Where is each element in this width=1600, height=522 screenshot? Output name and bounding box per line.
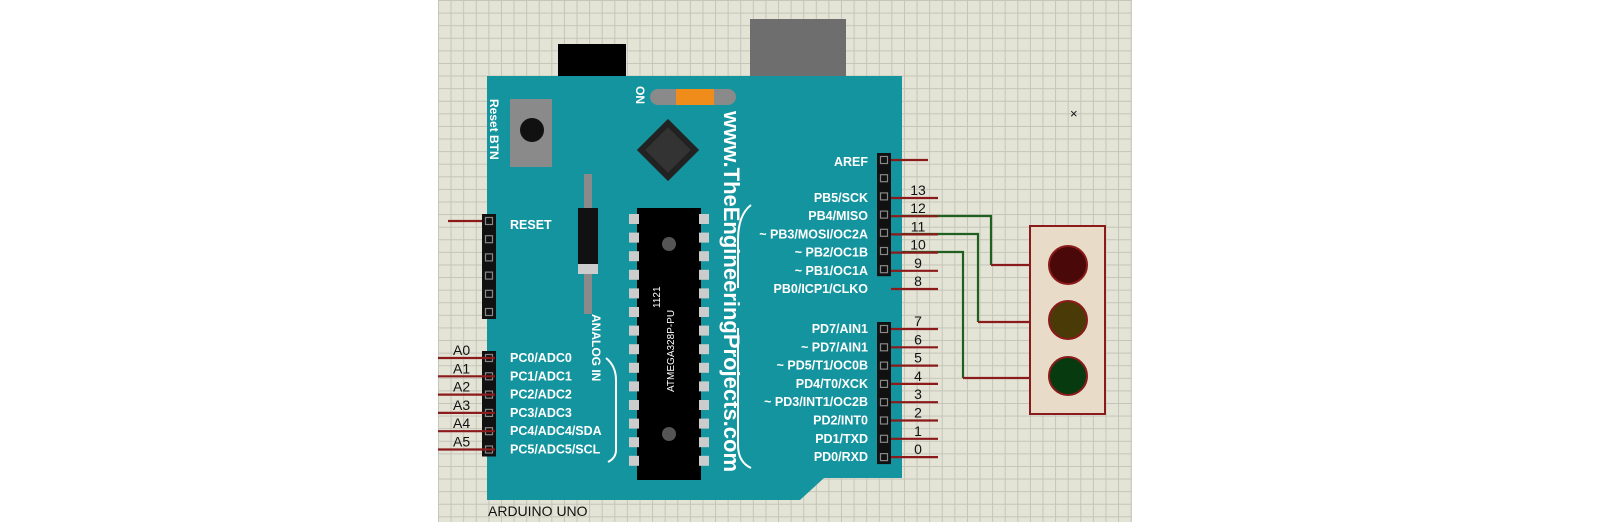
pin-label: ~ PD3/INT1/OC2B — [764, 395, 868, 409]
pin-label: PD2/INT0 — [813, 414, 868, 428]
light-yellow — [1048, 300, 1088, 340]
pin-number: 3 — [914, 386, 922, 402]
pin-number: 13 — [910, 182, 926, 198]
chip-code: 1121 — [652, 286, 663, 308]
on-label: ON — [633, 86, 647, 104]
pin-number: A0 — [453, 342, 470, 358]
chip-pin — [699, 307, 709, 317]
chip-pin — [629, 269, 639, 280]
light-green — [1048, 356, 1088, 396]
schematic-canvas[interactable]: × Reset BTN ON www.TheEngineeringProject… — [438, 0, 1132, 522]
pin-label: ~ PB3/MOSI/OC2A — [759, 227, 868, 241]
chip-pin — [699, 400, 709, 410]
bracket-digital-high — [737, 204, 752, 288]
chip-pin — [629, 344, 639, 355]
reset-button[interactable] — [510, 99, 552, 167]
chip-pin — [629, 232, 639, 243]
pin-number: 9 — [914, 255, 922, 271]
pin-number: 5 — [914, 350, 922, 366]
pin-number: 11 — [911, 218, 926, 234]
pin-number: A4 — [453, 415, 470, 431]
pin-label: PC1/ADC1 — [510, 369, 572, 383]
chip-pin — [629, 455, 639, 466]
reset-label: RESET — [510, 218, 552, 232]
pin-number: 4 — [914, 368, 922, 384]
small-chip — [636, 118, 700, 182]
chip-name: ATMEGA328P-PU — [666, 310, 677, 392]
chip-pin — [699, 437, 709, 448]
pin-label: PC0/ADC0 — [510, 351, 572, 365]
component-name: ARDUINO UNO — [488, 503, 588, 519]
chip-pin — [699, 344, 709, 355]
chip-pin — [629, 362, 639, 373]
close-marker[interactable]: × — [1070, 106, 1078, 121]
analog-in-label: ANALOG IN — [589, 314, 603, 381]
header-analog — [482, 351, 496, 457]
pin-label: PC2/ADC2 — [510, 388, 572, 402]
pin-number: 10 — [910, 237, 926, 253]
chip-pin — [629, 307, 639, 317]
pin-label: PD7/AIN1 — [812, 322, 868, 336]
chip-pin — [629, 288, 639, 299]
pin-label: ~ PB1/OC1A — [795, 264, 868, 278]
light-red — [1048, 245, 1088, 285]
bracket-digital-low — [737, 328, 752, 469]
pin-label: PB5/SCK — [814, 191, 868, 205]
chip-pin — [629, 437, 639, 448]
pin-number: 7 — [914, 313, 922, 329]
chip-pin — [699, 325, 709, 336]
header-digital-low — [877, 322, 891, 465]
reset-button-label: Reset BTN — [487, 99, 501, 160]
bracket-analog — [605, 357, 617, 463]
chip-pin — [629, 251, 639, 262]
header-reset — [482, 214, 496, 319]
traffic-light[interactable] — [1029, 225, 1106, 415]
chip-pin — [629, 400, 639, 410]
chip-pin — [629, 381, 639, 392]
pin-number: 6 — [914, 331, 922, 347]
pin-label: PC3/ADC3 — [510, 406, 572, 420]
chip-pin — [629, 214, 639, 224]
aref-label: AREF — [834, 155, 868, 169]
chip-pin — [629, 325, 639, 336]
chip-pin — [699, 214, 709, 224]
chip-pin — [699, 269, 709, 280]
pin-label: PC4/ADC4/SDA — [510, 424, 602, 438]
pin-number: 8 — [914, 273, 922, 289]
pin-label: PB0/ICP1/CLKO — [774, 282, 869, 296]
chip-pin — [699, 288, 709, 299]
chip-pin — [699, 418, 709, 429]
pin-number: A3 — [453, 397, 470, 413]
pin-label: PB4/MISO — [808, 209, 868, 223]
chip-pin — [699, 251, 709, 262]
atmega-chip — [637, 208, 701, 480]
pin-number: 1 — [914, 423, 922, 439]
pin-label: ~ PB2/OC1B — [795, 246, 868, 260]
pin-number: 2 — [914, 405, 922, 421]
diode — [578, 174, 598, 314]
pin-label: ~ PD5/T1/OC0B — [777, 359, 868, 373]
pin-label: PC5/ADC5/SCL — [510, 443, 601, 457]
chip-pin — [699, 232, 709, 243]
pin-number: 0 — [914, 441, 922, 457]
pin-label: PD4/T0/XCK — [796, 377, 868, 391]
chip-pin — [699, 362, 709, 373]
pin-number: A2 — [453, 379, 470, 395]
pin-number: 12 — [910, 200, 926, 216]
website-text: www.TheEngineeringProjects.com — [719, 110, 744, 472]
on-led — [650, 89, 736, 105]
pin-number: A5 — [453, 434, 470, 450]
pin-number: A1 — [453, 360, 470, 376]
header-digital-high — [877, 153, 891, 277]
chip-pin — [699, 381, 709, 392]
pin-label: PD0/RXD — [814, 450, 868, 464]
pin-label: ~ PD7/AIN1 — [801, 340, 868, 354]
chip-pin — [629, 418, 639, 429]
wire-stubs — [963, 263, 1030, 380]
chip-pin — [699, 455, 709, 466]
pin-label: PD1/TXD — [815, 432, 868, 446]
